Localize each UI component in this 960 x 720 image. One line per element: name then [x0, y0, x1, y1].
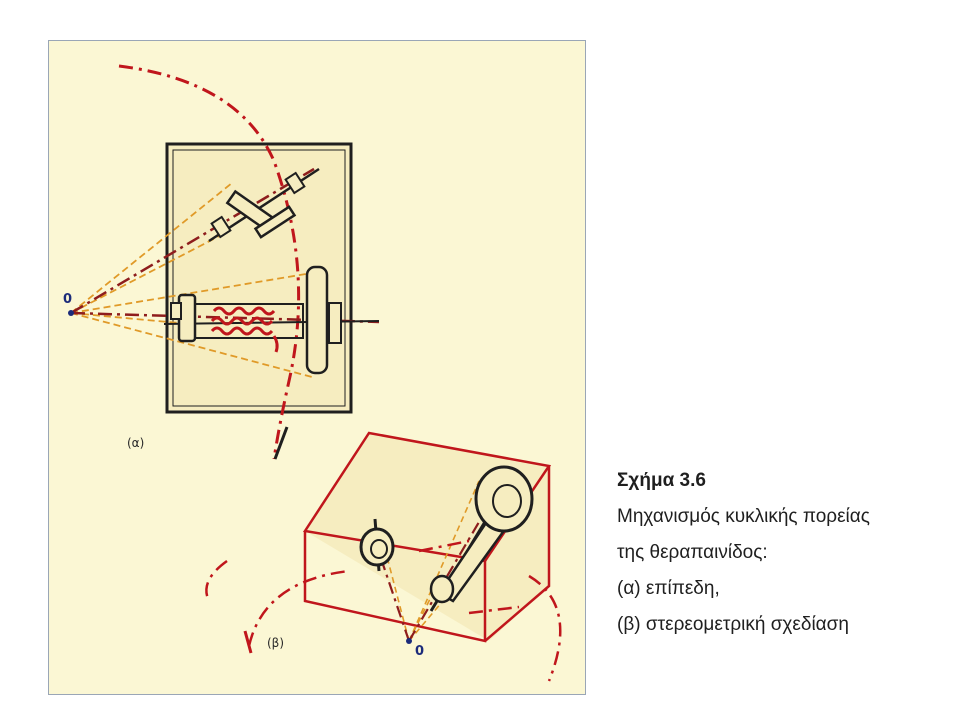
small-wheel-b — [359, 518, 395, 572]
arc-end-tick-b — [243, 630, 253, 654]
origin-label-a: 0 — [63, 292, 72, 307]
lower-axle-assembly — [163, 265, 380, 375]
origin-point-a — [68, 310, 74, 316]
figure-caption: Σχήμα 3.6 Μηχανισμός κυκλικής πορείας τη… — [617, 468, 947, 648]
big-wheel — [474, 465, 534, 533]
drawing-a-planar: 0 (α) — [63, 64, 380, 460]
caption-line-3: (α) επίπεδη, — [617, 578, 720, 599]
axle-end-bearing — [429, 574, 455, 604]
right-bearing — [328, 302, 342, 344]
red-coil — [210, 306, 279, 353]
drum — [194, 303, 304, 339]
caption-line-2: της θεραπαινίδος: — [617, 542, 768, 563]
circular-path-b — [205, 539, 562, 682]
drawing-b-stereometric: 0 (β) — [205, 431, 562, 682]
circular-path-arc — [118, 64, 301, 460]
figure-panel: 0 (α) — [48, 40, 586, 695]
wheel-disc — [305, 265, 329, 375]
label-b: (β) — [267, 636, 284, 650]
caption-title: Σχήμα 3.6 — [617, 470, 706, 491]
long-axle-b — [429, 465, 534, 612]
upper-axle-assembly — [208, 167, 320, 243]
mechanism-drawing: 0 (α) — [63, 64, 562, 682]
arc-end-tick — [273, 426, 289, 460]
label-a: (α) — [127, 436, 144, 450]
frame-inner-edge — [172, 149, 346, 407]
caption-line-4: (β) στερεομετρική σχεδίαση — [617, 614, 849, 635]
origin-label-b: 0 — [415, 644, 424, 659]
caption-line-1: Μηχανισμός κυκλικής πορείας — [617, 506, 870, 527]
origin-point-b — [406, 638, 412, 644]
